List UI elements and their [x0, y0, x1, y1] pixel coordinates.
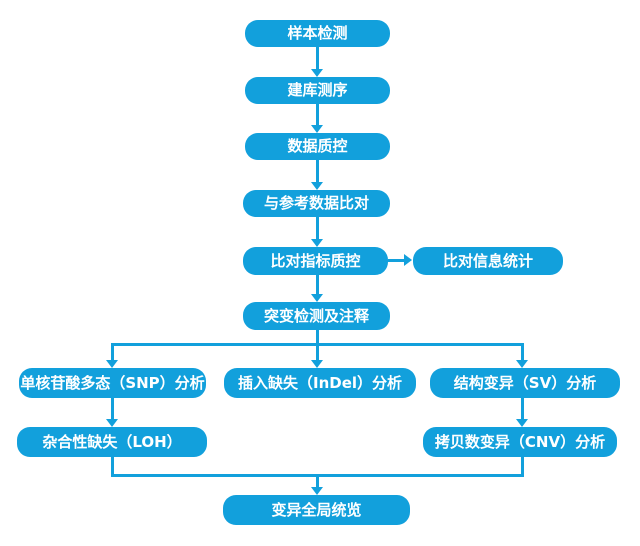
- node-cnv-analysis: 拷贝数变异（CNV）分析: [423, 427, 617, 457]
- merge-line: [111, 474, 524, 477]
- arrow-right-icon: [404, 254, 412, 266]
- edge-dataqc-refalign-line: [316, 160, 319, 182]
- node-data-qc: 数据质控: [245, 133, 390, 160]
- edge-sv-cnv-line: [521, 398, 524, 419]
- arrow-down-icon: [106, 419, 118, 427]
- arrow-down-icon: [106, 360, 118, 368]
- edge-alignqc-mutation-line: [316, 275, 319, 294]
- edge-split-snp-line: [111, 346, 114, 360]
- node-sample-detection: 样本检测: [245, 20, 390, 47]
- node-alignment-metrics-qc: 比对指标质控: [243, 247, 388, 275]
- node-sv-analysis: 结构变异（SV）分析: [430, 368, 620, 398]
- branch-split-line: [111, 343, 524, 346]
- node-variant-overview: 变异全局统览: [223, 495, 410, 525]
- arrow-down-icon: [311, 294, 323, 302]
- arrow-down-icon: [311, 487, 323, 495]
- node-reference-alignment: 与参考数据比对: [243, 190, 390, 217]
- edge-mutation-split-line: [316, 330, 319, 343]
- node-snp-analysis: 单核苷酸多态（SNP）分析: [19, 368, 206, 398]
- node-library-sequencing: 建库测序: [245, 77, 390, 104]
- edge-library-dataqc-line: [316, 104, 319, 125]
- edge-merge-overview-line: [316, 477, 319, 487]
- arrow-down-icon: [311, 125, 323, 133]
- edge-alignqc-stats-line: [388, 259, 404, 262]
- arrow-down-icon: [311, 360, 323, 368]
- arrow-down-icon: [516, 360, 528, 368]
- edge-refalign-alignqc-line: [316, 217, 319, 239]
- node-alignment-info-stats: 比对信息统计: [413, 247, 563, 275]
- edge-sample-library-line: [316, 47, 319, 69]
- node-loh-analysis: 杂合性缺失（LOH）: [17, 427, 207, 457]
- arrow-down-icon: [311, 182, 323, 190]
- edge-cnv-merge-line: [521, 457, 524, 474]
- arrow-down-icon: [311, 69, 323, 77]
- node-mutation-detection-annotation: 突变检测及注释: [243, 302, 390, 330]
- edge-loh-merge-line: [111, 457, 114, 474]
- edge-split-indel-line: [316, 346, 319, 360]
- edge-snp-loh-line: [111, 398, 114, 419]
- arrow-down-icon: [311, 239, 323, 247]
- edge-split-sv-line: [521, 346, 524, 360]
- arrow-down-icon: [516, 419, 528, 427]
- node-indel-analysis: 插入缺失（InDel）分析: [224, 368, 416, 398]
